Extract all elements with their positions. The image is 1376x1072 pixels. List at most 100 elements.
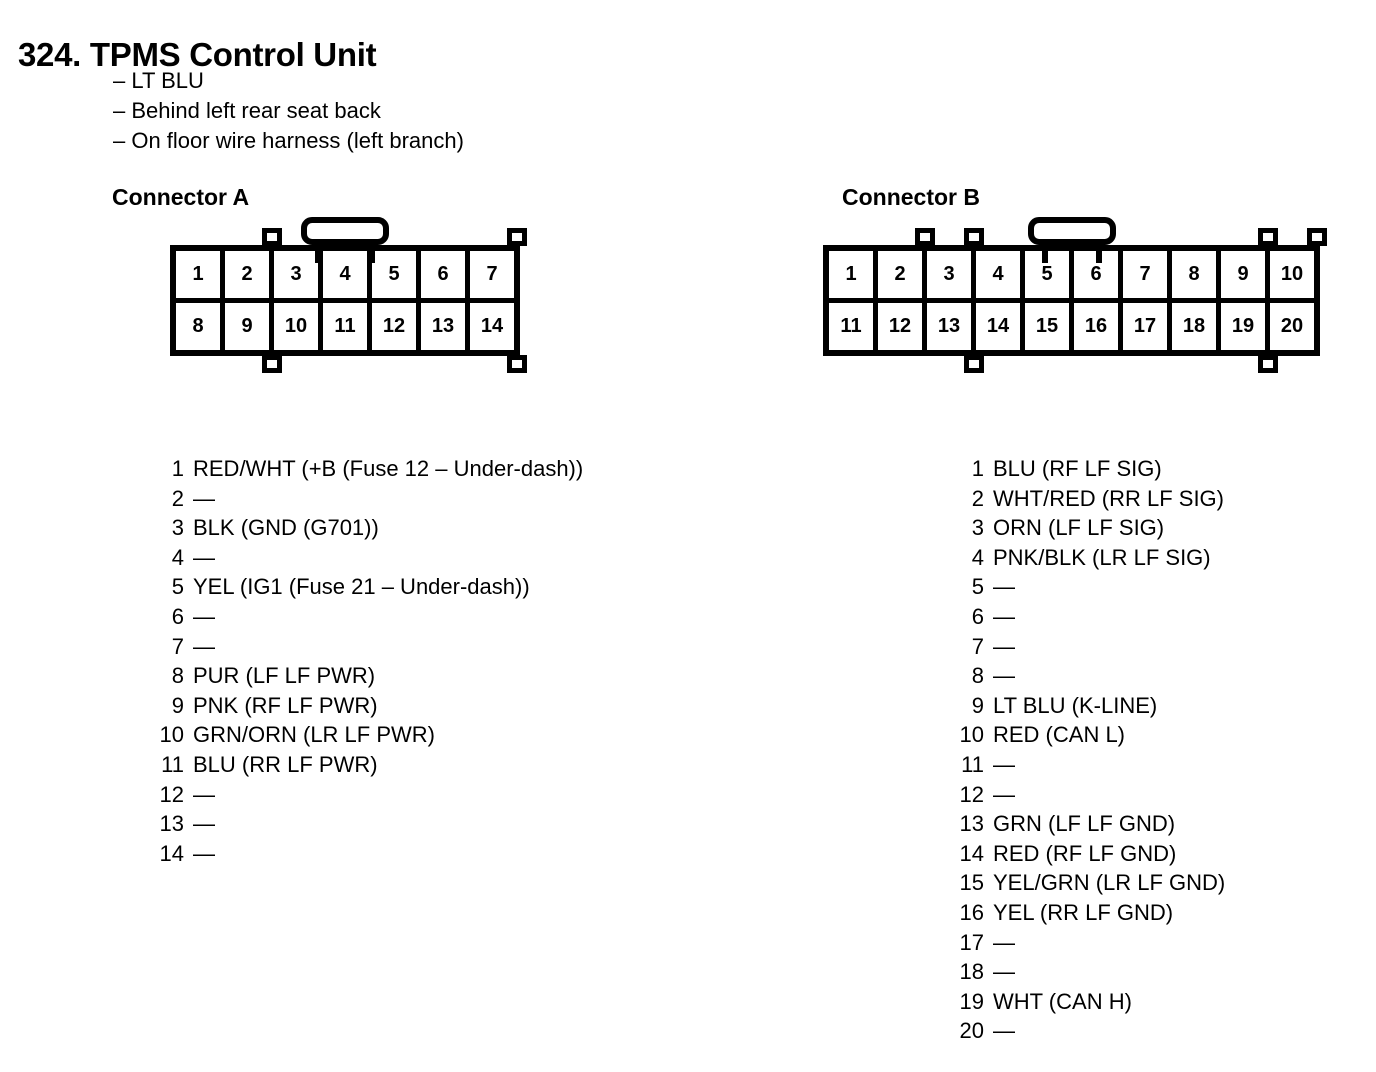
page-title: 324. TPMS Control Unit — [18, 36, 377, 74]
keying-tab-icon — [506, 355, 527, 373]
pin-description: GRN/ORN (LR LF PWR) — [193, 722, 435, 748]
pin-cell-1: 1 — [829, 251, 878, 303]
pin-number: 4 — [171, 544, 184, 570]
pin-number: 12 — [159, 781, 184, 807]
pin-description: ORN (LF LF SIG) — [993, 515, 1165, 541]
keying-tab-icon — [1306, 228, 1327, 246]
pin-list-row: 14 — — [120, 841, 583, 871]
pin-cell-14: 14 — [976, 303, 1025, 350]
pin-description: RED (CAN L) — [993, 722, 1126, 748]
pin-number: 7 — [171, 633, 184, 659]
pin-description: — — [993, 959, 1015, 985]
pin-description: — — [193, 603, 215, 629]
pin-cell-3: 3 — [927, 251, 976, 303]
pin-number: 2 — [971, 485, 984, 511]
pin-description: — — [993, 929, 1015, 955]
pin-cell-5: 5 — [372, 251, 421, 303]
keying-tab-icon — [914, 228, 935, 246]
pin-description: BLU (RR LF PWR) — [193, 751, 378, 777]
keying-tab-icon — [261, 228, 282, 246]
latch-leg-icon — [1095, 245, 1102, 263]
pin-cell-3: 3 — [274, 251, 323, 303]
pin-number: 13 — [159, 811, 184, 837]
pin-list-row: 10 GRN/ORN (LR LF PWR) — [120, 722, 583, 752]
pin-description: BLU (RF LF SIG) — [993, 456, 1162, 481]
pin-cell-13: 13 — [421, 303, 470, 350]
pin-description: — — [193, 840, 215, 866]
pin-number: 8 — [171, 663, 184, 689]
keying-tab-icon — [1257, 228, 1278, 246]
pin-cell-7: 7 — [1123, 251, 1172, 303]
pin-cell-19: 19 — [1221, 303, 1270, 350]
pin-number: 7 — [971, 633, 984, 659]
pin-list-row: 12— — [920, 782, 1225, 812]
pin-list-row: 7— — [920, 634, 1225, 664]
pin-cell-12: 12 — [878, 303, 927, 350]
pin-number: 6 — [171, 603, 184, 629]
pin-cell-13: 13 — [927, 303, 976, 350]
pin-cell-6: 6 — [421, 251, 470, 303]
pin-number: 13 — [959, 811, 984, 837]
pin-cell-5: 5 — [1025, 251, 1074, 303]
pin-description: YEL/GRN (LR LF GND) — [993, 870, 1226, 896]
pin-description: YEL (IG1 (Fuse 21 – Under-dash)) — [193, 574, 530, 600]
pin-list-row: 8— — [920, 663, 1225, 693]
pin-number: 5 — [171, 574, 184, 600]
keying-tab-icon — [963, 228, 984, 246]
pin-list-row: 13— — [120, 811, 583, 841]
latch-leg-icon — [369, 245, 375, 263]
pin-cell-10: 10 — [1270, 251, 1314, 303]
pin-description: — — [193, 633, 215, 659]
pin-description: — — [993, 751, 1015, 777]
pin-list-row: 11 — — [920, 752, 1225, 782]
pin-number: 15 — [959, 870, 984, 896]
pin-description: WHT (CAN H) — [993, 988, 1132, 1014]
pin-list-row: 2— — [120, 486, 583, 516]
pin-description: RED (RF LF GND) — [993, 840, 1177, 866]
pin-number: 10 — [159, 722, 184, 748]
pin-cell-18: 18 — [1172, 303, 1221, 350]
pin-number: 9 — [971, 692, 984, 718]
pin-number: 11 — [961, 751, 984, 777]
pin-cell-4: 4 — [323, 251, 372, 303]
pin-description: — — [993, 603, 1015, 629]
keying-tab-icon — [261, 355, 282, 373]
pin-description: — — [993, 633, 1015, 659]
pin-number: 4 — [971, 544, 984, 570]
pin-number: 14 — [959, 840, 984, 866]
connector-notes-list: – LT BLU – Behind left rear seat back – … — [113, 66, 464, 156]
pin-list-row: 11 BLU (RR LF PWR) — [120, 752, 583, 782]
keying-tab-icon — [963, 355, 984, 373]
pin-cell-11: 11 — [829, 303, 878, 350]
connector-note: – LT BLU — [113, 68, 204, 93]
pin-cell-1: 1 — [176, 251, 225, 303]
pin-number: 20 — [959, 1018, 984, 1044]
pin-cell-17: 17 — [1123, 303, 1172, 350]
pin-number: 14 — [159, 840, 184, 866]
pin-number: 19 — [959, 988, 984, 1014]
pin-cell-16: 16 — [1074, 303, 1123, 350]
connector-note: – Behind left rear seat back — [113, 98, 381, 123]
pin-number: 6 — [971, 603, 984, 629]
pin-description: PNK (RF LF PWR) — [193, 692, 378, 718]
pin-description: — — [993, 781, 1015, 807]
pin-list-row: 19 WHT (CAN H) — [920, 989, 1225, 1019]
pin-list-row: 6— — [920, 604, 1225, 634]
pin-cell-15: 15 — [1025, 303, 1074, 350]
pin-number: 1 — [971, 456, 984, 481]
pin-list-row: 4— — [120, 545, 583, 575]
pin-number: 1 — [171, 456, 184, 481]
connector-note: – On floor wire harness (left branch) — [113, 128, 464, 153]
pin-number: 11 — [161, 751, 184, 777]
